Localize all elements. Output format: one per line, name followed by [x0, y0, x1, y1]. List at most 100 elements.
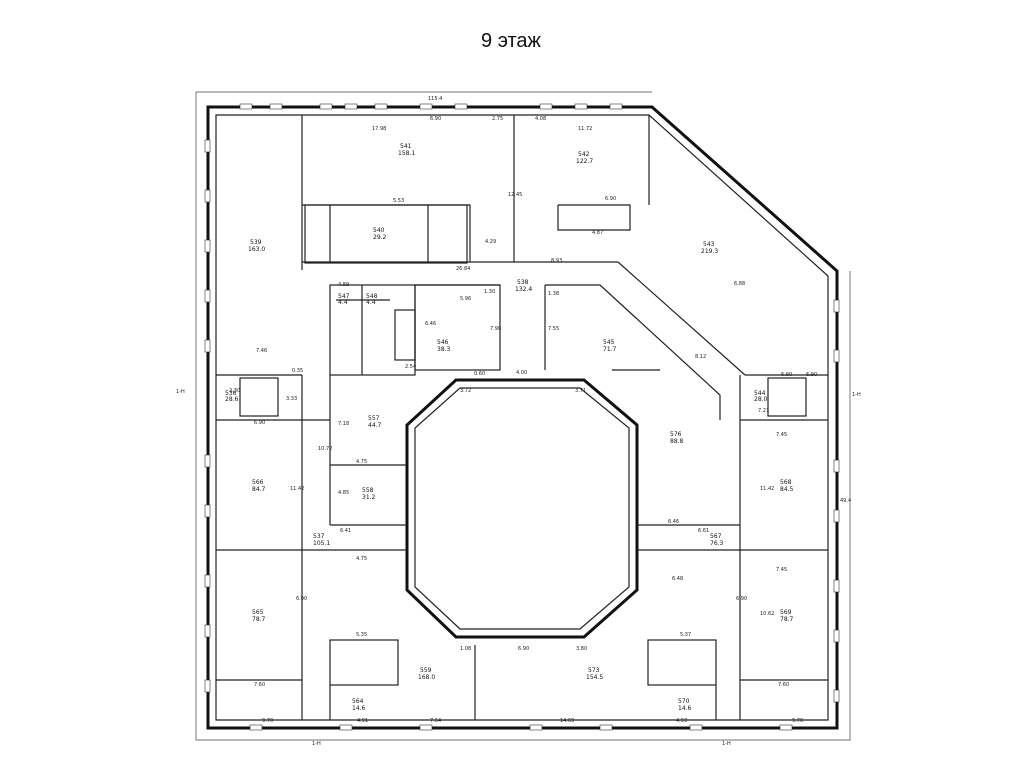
wall-dimension: 7.21	[758, 408, 769, 414]
wall-dimension: 17.98	[372, 126, 386, 132]
wall-dimension: 4.29	[485, 239, 496, 245]
stair-right	[767, 377, 807, 417]
room-area: 31.2	[362, 494, 376, 501]
room-id: 546	[437, 339, 449, 346]
room-area: 71.7	[603, 346, 617, 353]
wall-dimension: 9.70	[792, 718, 803, 724]
wall-dimension: 5.96	[460, 296, 471, 302]
room-id: 568	[780, 479, 792, 486]
room-id: 541	[400, 143, 412, 150]
wall-dimension: 6.46	[425, 321, 436, 327]
wall-dimension: 2.75	[492, 116, 503, 122]
wall-dimension: 6.46	[668, 519, 679, 525]
room-id: 557	[368, 415, 380, 422]
floor-title: 9 этаж	[481, 30, 541, 52]
wall-dimension: 3.72	[460, 388, 471, 394]
wall-dimension: 5.53	[393, 198, 404, 204]
room-area: 122.7	[576, 158, 593, 165]
wall-dimension: 7.90	[490, 326, 501, 332]
wall-dimension: 4.75	[356, 556, 367, 562]
wall-dimension: 8.93	[551, 258, 562, 264]
wall-dimension: 4.91	[357, 718, 368, 724]
wall-dimension: 10.72	[318, 446, 332, 452]
wall-dimension: 6.90	[736, 596, 747, 602]
room-id: 576	[670, 431, 682, 438]
room-area: 84.7	[252, 486, 266, 493]
wall-dimension: 6.48	[672, 576, 683, 582]
wall-dimension: 7.45	[776, 567, 787, 573]
inner-outer-wall	[215, 114, 829, 721]
wall-dimension: 6.90	[254, 420, 265, 426]
room-area: 163.0	[248, 246, 265, 253]
wall-dimension: 7.64	[430, 718, 441, 724]
room-id: 564	[352, 698, 364, 705]
wall-dimension: 6.90	[781, 372, 792, 378]
wall-dimension: 8.12	[695, 354, 706, 360]
wall-dimension: 6.41	[340, 528, 351, 534]
wall-dimension: 26.84	[456, 266, 470, 272]
wall-dimension: 7.18	[338, 421, 349, 427]
wall-dimension: 4.00	[516, 370, 527, 376]
wall-dimension: 4.08	[535, 116, 546, 122]
wall-dimension: 5.37	[680, 632, 691, 638]
wall-dimension: 7.45	[776, 432, 787, 438]
wall-dimension: 1.30	[484, 289, 495, 295]
axis-left: 1-Н	[176, 389, 185, 395]
wall-dimension: 2.54	[405, 364, 416, 370]
room-id: 536	[225, 390, 237, 397]
wall-dimension: 6.90	[518, 646, 529, 652]
room-area: 38.3	[437, 346, 451, 353]
wall-dimension: 7.46	[256, 348, 267, 354]
room-id: 573	[588, 667, 600, 674]
room-labels: 541 158.1 542 122.7 539 163.0 540 29.2 5…	[225, 143, 794, 712]
wall-dimension: 5.35	[356, 632, 367, 638]
wall-dimension: 0.35	[292, 368, 303, 374]
axis-right: 1-Н	[852, 392, 861, 398]
wall-dimension: 1.08	[460, 646, 471, 652]
room-id: 548	[366, 293, 378, 300]
wall-dimension: 0.60	[474, 371, 485, 377]
wall-dimension: 4.93	[676, 718, 687, 724]
wall-dimension: 6.90	[806, 372, 817, 378]
room-id: 565	[252, 609, 264, 616]
room-id: 547	[338, 293, 350, 300]
wall-dimension: 11.42	[290, 486, 304, 492]
windows	[204, 103, 840, 731]
room-area: 29.2	[373, 234, 387, 241]
wall-dimension: 7.60	[254, 682, 265, 688]
room-area: 219.3	[701, 248, 718, 255]
room-id: 542	[578, 151, 590, 158]
room-id: 544	[754, 390, 766, 397]
axis-bottom-right: 1-Н	[722, 741, 731, 747]
atrium	[405, 378, 639, 639]
room-area: 28.6	[225, 396, 239, 403]
wall-dimension: 7.55	[548, 326, 559, 332]
room-id: 543	[703, 241, 715, 248]
wall-dimension: 14.69	[560, 718, 574, 724]
wall-dimension: 10.62	[760, 611, 774, 617]
wall-dimension: 3.80	[576, 646, 587, 652]
wall-dimension: 2.30	[229, 388, 240, 394]
room-area: 28.0	[754, 396, 768, 403]
room-area: 78.7	[780, 616, 794, 623]
room-id: 545	[603, 339, 615, 346]
room-area: 4.4	[366, 299, 376, 306]
room-id: 558	[362, 487, 374, 494]
room-area: 76.3	[710, 540, 724, 547]
wall-dimension: 3.71	[575, 388, 586, 394]
wall-dimension: 3.33	[286, 396, 297, 402]
wall-dimension: 11.42	[760, 486, 774, 492]
room-area: 14.6	[678, 705, 692, 712]
room-id: 570	[678, 698, 690, 705]
room-area: 14.6	[352, 705, 366, 712]
axis-bottom-left: 1-Н	[312, 741, 321, 747]
wall-dimension: 4.87	[592, 230, 603, 236]
interior-walls	[216, 115, 828, 720]
room-id: 567	[710, 533, 722, 540]
wall-dimension: 6.90	[296, 596, 307, 602]
stair-left	[239, 377, 279, 417]
wall-dimension: 6.90	[430, 116, 441, 122]
wall-dimension: 9.70	[262, 718, 273, 724]
wall-dimension: 6.61	[698, 528, 709, 534]
